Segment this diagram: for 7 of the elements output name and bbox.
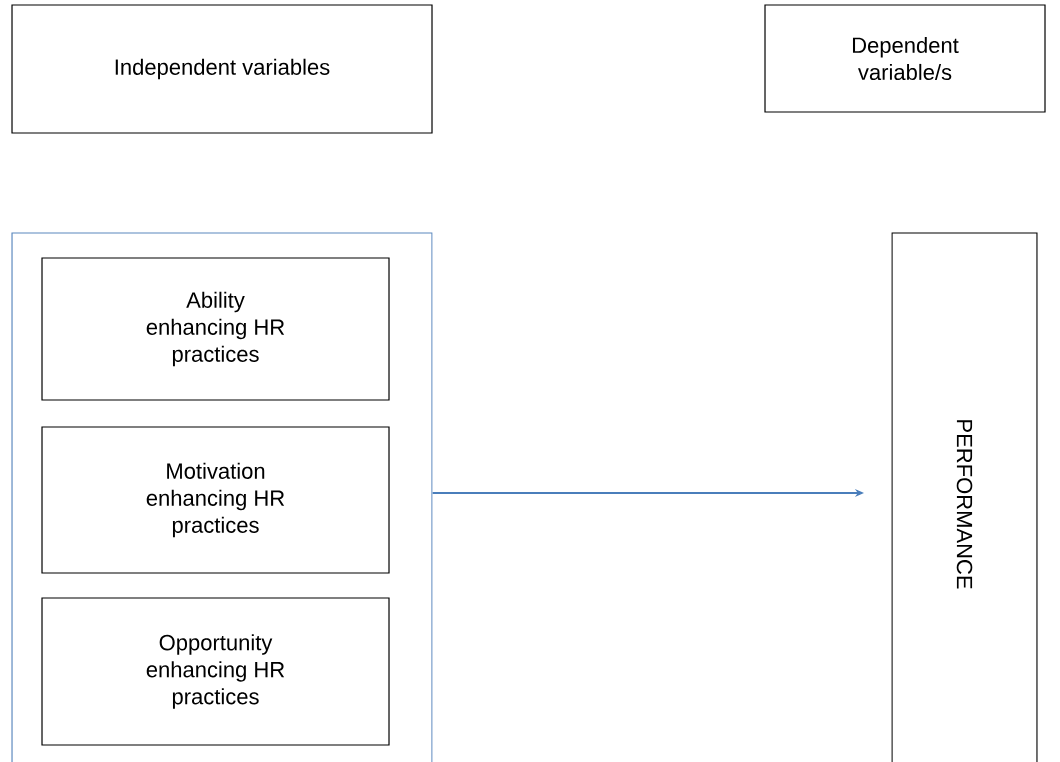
practice-box: Motivation enhancing HR practices bbox=[41, 426, 390, 574]
practice-box: Ability enhancing HR practices bbox=[41, 257, 390, 401]
group-box bbox=[11, 232, 433, 762]
practice-box: Opportunity enhancing HR practices bbox=[41, 597, 390, 746]
variable-box: Dependent variable/s bbox=[764, 4, 1046, 113]
outcome-box: PERFORMANCE bbox=[891, 232, 1038, 762]
variable-box: Independent variables bbox=[11, 4, 433, 134]
